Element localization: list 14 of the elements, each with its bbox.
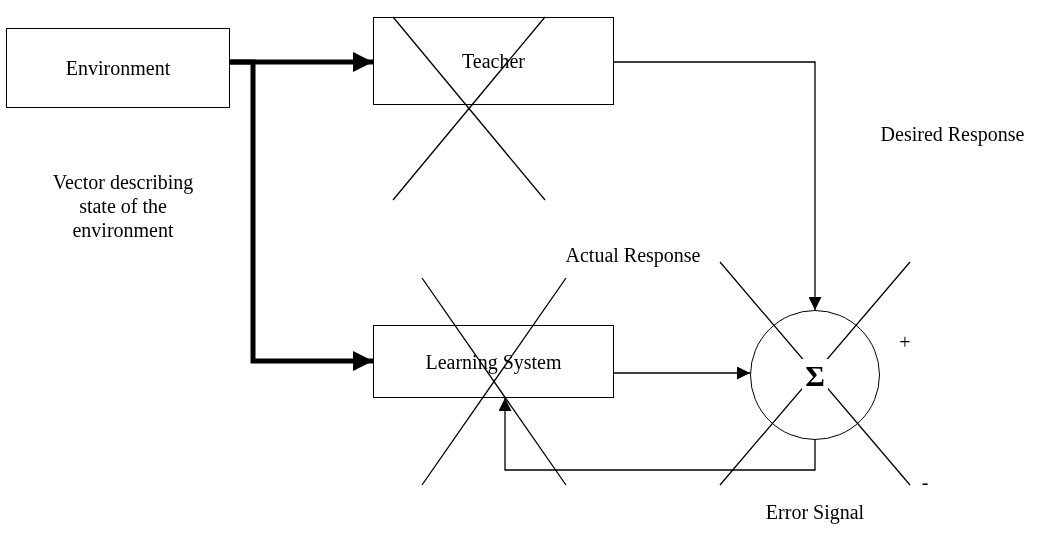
text-label: Error Signal — [764, 500, 866, 524]
text-label: - — [920, 470, 930, 494]
arrow — [613, 366, 751, 380]
box-label: Environment — [65, 57, 171, 79]
process-box — [6, 28, 230, 108]
arrow — [613, 61, 822, 311]
arrow — [498, 397, 816, 471]
sigma-symbol: Σ — [802, 358, 828, 392]
text-label: + — [898, 330, 912, 354]
process-box — [373, 17, 614, 105]
arrow — [230, 59, 373, 371]
text-label: Desired Response — [879, 122, 1026, 146]
text-label: Vector describing state of the environment — [51, 170, 195, 242]
text-label: Actual Response — [564, 243, 702, 267]
